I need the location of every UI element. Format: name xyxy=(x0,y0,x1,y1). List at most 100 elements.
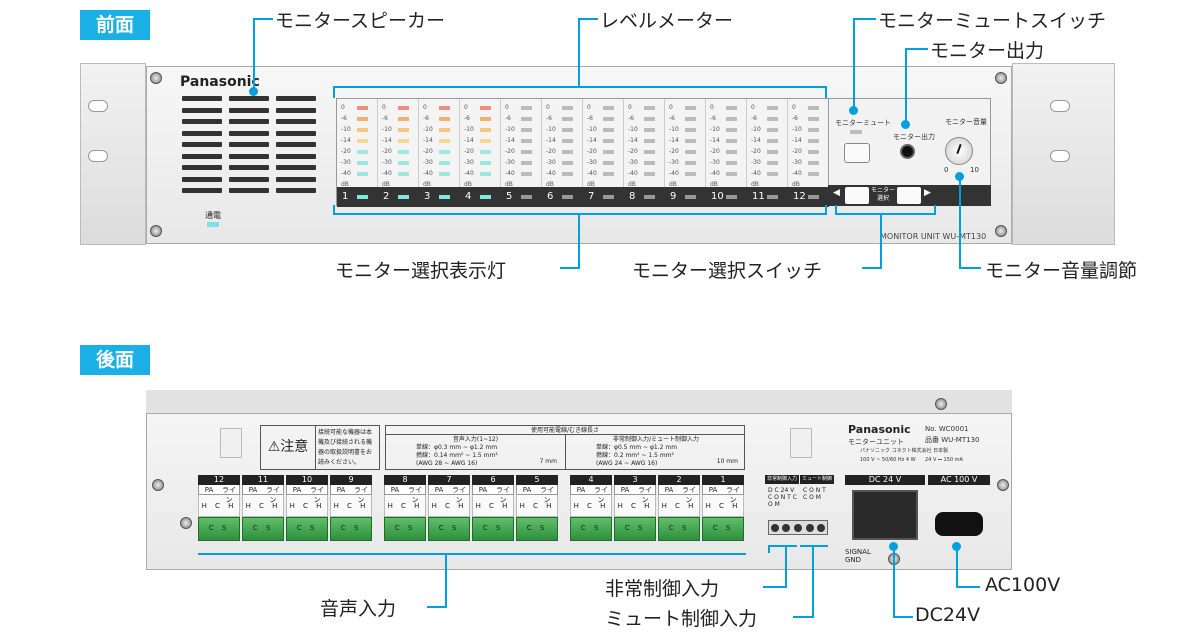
grille-slot xyxy=(276,96,316,101)
meter-scale-label: -30 xyxy=(587,159,597,166)
meter-led xyxy=(562,128,573,132)
terminal-plug[interactable] xyxy=(242,517,284,541)
screw-icon xyxy=(180,517,192,529)
audio-input-terminal[interactable]: 12PAラインH C H C S xyxy=(198,475,242,550)
meter-scale-label: dB xyxy=(505,181,513,188)
rack-hole xyxy=(88,150,108,162)
meter-scale-label: 0 xyxy=(464,104,468,111)
meter-led xyxy=(398,128,409,132)
meter-scale-label: 0 xyxy=(546,104,550,111)
audio-input-terminal[interactable]: 5PAラインH C H C S xyxy=(516,475,560,550)
audio-input-terminal[interactable]: 10PAラインH C H C S xyxy=(286,475,330,550)
audio-input-terminal[interactable]: 7PAラインH C H C S xyxy=(428,475,472,550)
rack-hole xyxy=(1050,150,1070,162)
headphone-jack[interactable] xyxy=(900,144,915,159)
audio-input-terminal[interactable]: 1PAラインH C H C S xyxy=(702,475,746,550)
terminal-plug[interactable] xyxy=(286,517,328,541)
channel-number: 6 xyxy=(547,191,554,202)
terminal-plug[interactable] xyxy=(658,517,700,541)
audio-input-terminal[interactable]: 3PAラインH C H C S xyxy=(614,475,658,550)
callout-select-indicator: モニター選択表示灯 xyxy=(335,260,507,282)
grille-slot xyxy=(276,188,316,193)
terminal-plug[interactable] xyxy=(330,517,372,541)
terminal-plug[interactable] xyxy=(614,517,656,541)
pin-labels: H C H C S xyxy=(198,495,240,532)
select-indicator: 12 xyxy=(788,187,829,207)
audio-input-terminal[interactable]: 8PAラインH C H C S xyxy=(384,475,428,550)
meter-led xyxy=(767,128,778,132)
grille-slot xyxy=(276,176,316,182)
terminal-plug[interactable] xyxy=(516,517,558,541)
audio-input-terminal[interactable]: 2PAラインH C H C S xyxy=(658,475,702,550)
terminal-plug[interactable] xyxy=(428,517,470,541)
meter-scale-label: -40 xyxy=(669,170,679,177)
meter-led xyxy=(685,139,696,143)
volume-max: 10 xyxy=(970,166,979,174)
meter-scale-label: -30 xyxy=(628,159,638,166)
dc-input-connector[interactable] xyxy=(852,490,918,540)
meter-scale-label: -30 xyxy=(341,159,351,166)
meter-led xyxy=(726,139,737,143)
meter-scale-label: dB xyxy=(382,181,390,188)
meter-led xyxy=(521,106,532,110)
meter-led xyxy=(357,128,368,132)
channel-number: 4 xyxy=(465,191,472,202)
terminal-plug[interactable] xyxy=(702,517,744,541)
terminal-plug[interactable] xyxy=(472,517,514,541)
meter-led xyxy=(808,128,819,132)
channel-number: 10 xyxy=(286,475,328,485)
meter-scale-label: -20 xyxy=(423,148,433,155)
control-terminal-block[interactable] xyxy=(768,520,828,535)
channel-number: 9 xyxy=(330,475,372,485)
audio-input-terminal[interactable]: 9PAラインH C H C S xyxy=(330,475,374,550)
meter-led xyxy=(521,150,532,154)
rear-model: 品番 WU-MT130 xyxy=(925,436,980,444)
meter-led xyxy=(808,161,819,165)
grille-slot xyxy=(182,153,222,159)
meter-led xyxy=(357,117,368,121)
indicator-led xyxy=(685,195,696,199)
pa-label: PA xyxy=(478,486,488,494)
grille-slot xyxy=(229,188,269,193)
select-next-button[interactable] xyxy=(897,187,921,204)
meter-led xyxy=(603,106,614,110)
meter-scale-label: -40 xyxy=(546,170,556,177)
meter-led xyxy=(767,106,778,110)
meter-scale-label: 0 xyxy=(587,104,591,111)
audio-input-terminal[interactable]: 4PAラインH C H C S xyxy=(570,475,614,550)
ac-inlet[interactable] xyxy=(935,512,983,536)
meter-scale-label: -20 xyxy=(669,148,679,155)
select-indicator: 11 xyxy=(747,187,788,207)
select-prev-button[interactable] xyxy=(845,187,869,204)
meter-scale-label: 0 xyxy=(423,104,427,111)
pin-labels: H C H C S xyxy=(614,495,656,532)
audio-input-terminal[interactable]: 6PAラインH C H C S xyxy=(472,475,516,550)
grille-slot xyxy=(182,130,222,136)
channel-number: 8 xyxy=(384,475,426,485)
meter-led xyxy=(767,161,778,165)
pin-labels: H C H C S xyxy=(516,495,558,532)
meter-led xyxy=(480,117,491,121)
channel-number: 7 xyxy=(428,475,470,485)
terminal-plug[interactable] xyxy=(198,517,240,541)
grille-slot xyxy=(182,188,222,193)
audio-input-terminal[interactable]: 11PAラインH C H C S xyxy=(242,475,286,550)
power-led xyxy=(207,222,219,227)
meter-scale-label: 0 xyxy=(382,104,386,111)
volume-knob[interactable] xyxy=(945,137,973,165)
pin-labels: H C H C S xyxy=(658,495,700,532)
caution-text: 接続可能な機器は本機及び接続される機器の取扱説明書をお読みください。 xyxy=(318,429,373,466)
wire-spec-title: 使用可能電線/むき線長さ xyxy=(386,426,744,435)
meter-led xyxy=(726,161,737,165)
terminal-plug[interactable] xyxy=(384,517,426,541)
meter-led xyxy=(398,117,409,121)
select-indicator: 1 xyxy=(337,187,378,207)
terminal-plug[interactable] xyxy=(570,517,612,541)
mute-switch[interactable] xyxy=(844,143,870,163)
indicator-led xyxy=(480,195,491,199)
channel-number: 1 xyxy=(342,191,349,202)
meter-scale-label: -14 xyxy=(792,137,802,144)
channel-number: 6 xyxy=(472,475,514,485)
